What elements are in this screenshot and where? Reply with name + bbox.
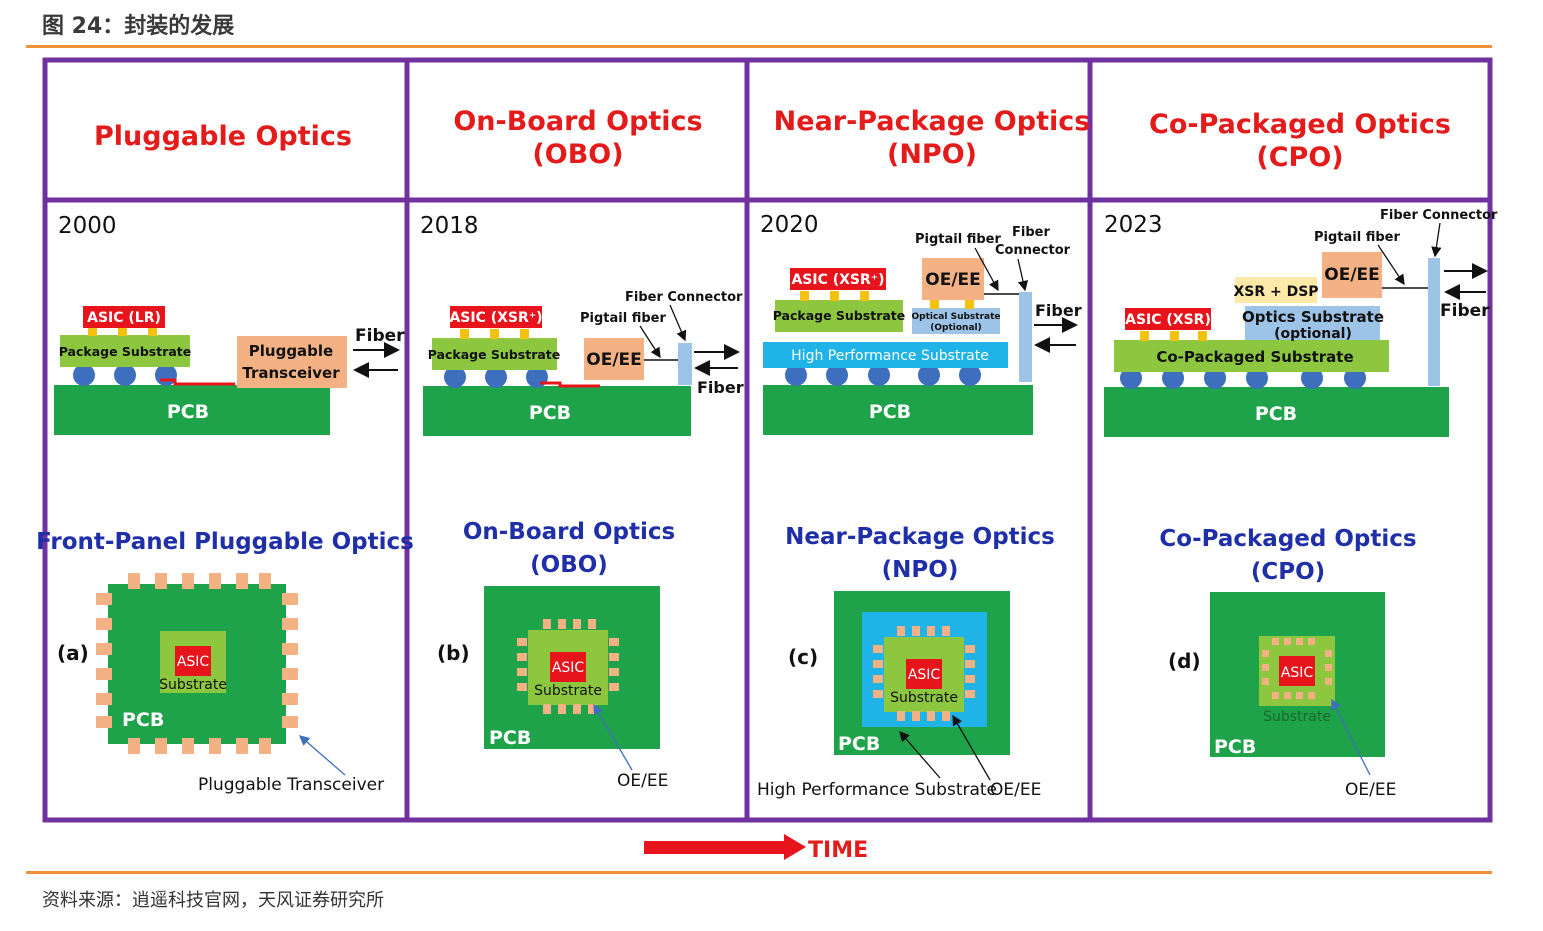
top-view-a: (a) ASIC Substrate PCB Pluggable Transce…	[57, 573, 384, 795]
time-label: TIME	[808, 838, 868, 863]
figure-title: 图 24：封装的发展	[42, 14, 235, 39]
fiber-label: Fiber	[1440, 301, 1490, 321]
fiber-label: Fiber	[355, 326, 405, 346]
year-label: 2023	[1104, 212, 1163, 238]
year-label: 2018	[420, 213, 479, 239]
chip-asic-label: ASIC	[908, 667, 941, 683]
oe-ee-label: OE/EE	[586, 350, 642, 370]
pcb-label: PCB	[1255, 403, 1297, 425]
source-note: 资料来源：逍遥科技官网，天风证券研究所	[42, 890, 384, 911]
chip-pcb-label: PCB	[838, 733, 880, 755]
fiber-connector-line2: Connector	[995, 243, 1071, 258]
optical-substrate-line2: (Optional)	[930, 323, 981, 333]
subtitle-obo-line1: On-Board Optics	[463, 519, 675, 545]
asic-label: ASIC (XSR)	[1125, 312, 1211, 328]
cross-section-npo: 2020 PCB High Performance Substrate Pack…	[760, 212, 1082, 435]
fiber-label: Fiber	[697, 378, 744, 397]
pigtail-label: Pigtail fiber	[580, 311, 666, 326]
optics-substrate-line1: Optics Substrate	[1242, 308, 1384, 326]
bottom-rule	[26, 871, 1492, 874]
chip-asic-label: ASIC	[552, 660, 585, 676]
oe-ee-label: OE/EE	[1324, 265, 1380, 285]
pointer-label-oe: OE/EE	[990, 780, 1041, 800]
xsr-dsp-label: XSR + DSP	[1233, 284, 1318, 300]
header-cpo-line1: Co-Packaged Optics	[1149, 109, 1451, 140]
pointer-label: OE/EE	[617, 771, 668, 791]
chip-pcb-label: PCB	[489, 727, 531, 749]
subtitle-cpo-line1: Co-Packaged Optics	[1159, 526, 1416, 552]
asic-label: ASIC (XSR⁺)	[449, 310, 542, 326]
top-view-c: (c) ASIC Substrate PCB High Performance …	[757, 591, 1041, 800]
module-label-line2: Transceiver	[242, 364, 340, 382]
optics-substrate-line2: (optional)	[1274, 326, 1352, 342]
co-packaged-substrate-label: Co-Packaged Substrate	[1156, 348, 1353, 366]
header-cpo-line2: (CPO)	[1256, 142, 1343, 173]
cross-section-pluggable: 2000 PCB Package Substrate ASIC (LR) Plu…	[54, 213, 405, 435]
time-arrow: TIME	[644, 834, 868, 863]
pcb-label: PCB	[167, 401, 209, 423]
header-obo-line1: On-Board Optics	[453, 106, 702, 137]
top-view-d: (d) ASIC Substrate PCB OE/EE	[1168, 592, 1396, 800]
package-substrate-label: Package Substrate	[773, 308, 906, 323]
letter-label: (a)	[57, 641, 89, 665]
fiber-connector-line1: Fiber	[1012, 225, 1050, 240]
header-pluggable: Pluggable Optics	[94, 121, 352, 152]
pigtail-label: Pigtail fiber	[1314, 230, 1400, 245]
chip-substrate-label: Substrate	[890, 690, 958, 706]
panel-frame	[42, 57, 1493, 823]
letter-label: (d)	[1168, 649, 1201, 673]
year-label: 2020	[760, 212, 819, 238]
hps-label: High Performance Substrate	[791, 348, 989, 364]
subtitle-obo-line2: (OBO)	[530, 552, 608, 578]
chip-pcb-label: PCB	[1214, 736, 1256, 758]
subtitle-npo-line1: Near-Package Optics	[785, 524, 1055, 550]
chip-substrate-label: Substrate	[159, 677, 227, 693]
subtitle-pluggable: Front-Panel Pluggable Optics	[36, 529, 414, 555]
package-substrate-label: Package Substrate	[59, 344, 192, 359]
top-view-b: (b) ASIC Substrate PCB OE/EE	[437, 586, 668, 791]
fiber-label: Fiber	[1035, 301, 1082, 320]
pcb-label: PCB	[529, 402, 571, 424]
pointer-label: Pluggable Transceiver	[198, 775, 384, 795]
oe-ee-label: OE/EE	[925, 270, 981, 290]
asic-label: ASIC (LR)	[87, 310, 161, 326]
cross-section-cpo: 2023 PCB Co-Packaged Substrate ASIC (XSR…	[1104, 208, 1498, 437]
chip-substrate-label: Substrate	[1263, 709, 1331, 725]
chip-asic-label: ASIC	[177, 654, 210, 670]
letter-label: (c)	[788, 645, 818, 669]
pointer-label: OE/EE	[1345, 780, 1396, 800]
optical-substrate-line1: Optical Substrate	[911, 312, 1000, 322]
asic-label: ASIC (XSR⁺)	[791, 272, 884, 288]
module-label-line1: Pluggable	[249, 342, 333, 360]
chip-substrate-label: Substrate	[534, 683, 602, 699]
subtitle-cpo-line2: (CPO)	[1251, 559, 1325, 585]
pigtail-label: Pigtail fiber	[915, 232, 1001, 247]
chip-asic-label: ASIC	[1281, 665, 1314, 681]
header-npo-line2: (NPO)	[887, 139, 977, 170]
package-substrate-label: Package Substrate	[428, 347, 561, 362]
fiber-connector-label: Fiber Connector	[1380, 208, 1498, 223]
pointer-label-hps: High Performance Substrate	[757, 780, 997, 800]
fiber-connector-label: Fiber Connector	[625, 290, 743, 305]
header-obo-line2: (OBO)	[532, 139, 623, 170]
chip-pcb-label: PCB	[122, 709, 164, 731]
year-label: 2000	[58, 213, 117, 239]
subtitle-npo-line2: (NPO)	[882, 557, 959, 583]
header-npo-line1: Near-Package Optics	[774, 106, 1091, 137]
letter-label: (b)	[437, 641, 470, 665]
pcb-label: PCB	[869, 401, 911, 423]
cross-section-obo: 2018 PCB Package Substrate ASIC (XSR⁺) O…	[420, 213, 744, 436]
top-rule	[26, 45, 1492, 48]
